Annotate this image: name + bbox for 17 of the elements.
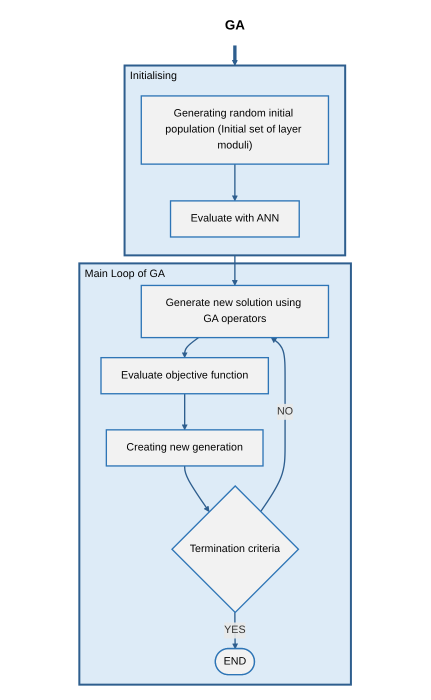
arrow [232, 255, 238, 286]
node-box: Generating random initial population (Initial set of layer moduli) [141, 95, 330, 165]
arrow [232, 45, 238, 66]
edge-label: NO [277, 406, 294, 418]
arrow [182, 394, 188, 430]
arrow [260, 337, 286, 512]
node-box: Creating new generation [106, 429, 264, 467]
node-diamond: Termination criteria [171, 485, 300, 614]
node-text: GA [225, 18, 246, 33]
arrow [184, 466, 210, 512]
arrow [232, 164, 238, 202]
arrow [182, 337, 200, 358]
node-box: Generate new solution using GA operators [141, 284, 330, 338]
node-box: Evaluate with ANN [170, 200, 300, 238]
arrow [232, 612, 238, 650]
node-box: Evaluate objective function [100, 356, 270, 394]
edge-label: YES [224, 624, 246, 636]
